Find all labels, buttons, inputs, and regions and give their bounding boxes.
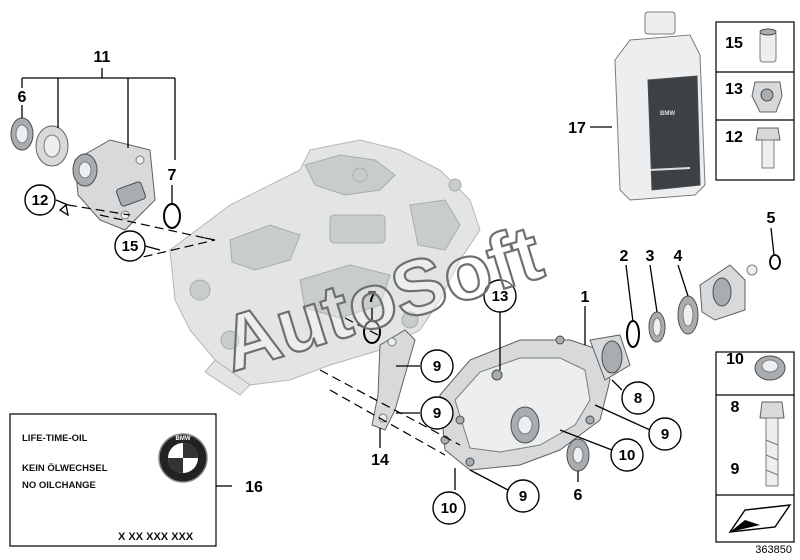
panel-callout-9: 9 bbox=[731, 461, 740, 478]
callout-11: 11 bbox=[94, 49, 111, 66]
flange-assembly bbox=[10, 117, 181, 231]
bottle-label: BMW bbox=[660, 111, 675, 117]
circled-callouts: 12 15 13 9 9 8 9 10 9 10 bbox=[24, 184, 682, 525]
callout-12: 12 bbox=[32, 192, 49, 209]
leader-lines bbox=[21, 68, 775, 491]
callout-14: 14 bbox=[371, 452, 389, 469]
callout-2: 2 bbox=[620, 248, 629, 265]
panel-callout-12: 12 bbox=[725, 129, 743, 146]
callout-10-b: 10 bbox=[441, 500, 458, 517]
ring-stack bbox=[626, 254, 781, 348]
panel-callout-8: 8 bbox=[731, 399, 740, 416]
callout-9-b: 9 bbox=[433, 405, 441, 422]
panel-callout-10: 10 bbox=[726, 351, 744, 368]
bmw-logo-icon: BMW bbox=[158, 433, 208, 483]
label-line-2: KEIN ÖLWECHSEL bbox=[22, 463, 108, 474]
differential-housing bbox=[439, 334, 631, 471]
panel-callout-13: 13 bbox=[725, 81, 743, 98]
label-line-3: NO OILCHANGE bbox=[22, 480, 96, 491]
label-line-1: LIFE-TIME-OIL bbox=[22, 433, 88, 444]
callout-13: 13 bbox=[492, 288, 509, 305]
callout-8: 8 bbox=[634, 390, 642, 407]
callout-10-a: 10 bbox=[619, 447, 636, 464]
label-part-number: X XX XXX XXX bbox=[118, 531, 194, 543]
ghost-housing bbox=[169, 139, 481, 396]
callout-15: 15 bbox=[122, 238, 139, 255]
shaft-seal bbox=[566, 438, 590, 472]
panel-callout-15: 15 bbox=[725, 35, 743, 52]
callout-4: 4 bbox=[674, 248, 683, 265]
screw-part bbox=[755, 127, 781, 141]
diagram-ref-number: 363850 bbox=[755, 544, 792, 556]
small-parts-panel-top bbox=[715, 21, 795, 181]
callout-5: 5 bbox=[767, 210, 776, 227]
callout-9-c: 9 bbox=[661, 426, 669, 443]
sleeve-part bbox=[759, 31, 777, 63]
o-ring bbox=[363, 320, 381, 344]
callout-1: 1 bbox=[581, 289, 590, 306]
callout-7-a: 7 bbox=[168, 167, 177, 184]
plain-callouts: 11 6 7 7 14 1 2 3 4 5 6 17 16 15 13 12 1… bbox=[18, 35, 776, 504]
callout-6-b: 6 bbox=[574, 487, 583, 504]
oil-bottle: BMW bbox=[614, 11, 706, 201]
callout-17: 17 bbox=[568, 120, 586, 137]
logo-lettering: BMW bbox=[176, 436, 191, 442]
callout-7-b: 7 bbox=[368, 289, 377, 306]
callout-16: 16 bbox=[245, 479, 263, 496]
callout-9-d: 9 bbox=[519, 488, 527, 505]
callout-6-a: 6 bbox=[18, 89, 27, 106]
bolt-part bbox=[759, 401, 785, 419]
callout-9-a: 9 bbox=[433, 358, 441, 375]
callout-3: 3 bbox=[646, 248, 655, 265]
